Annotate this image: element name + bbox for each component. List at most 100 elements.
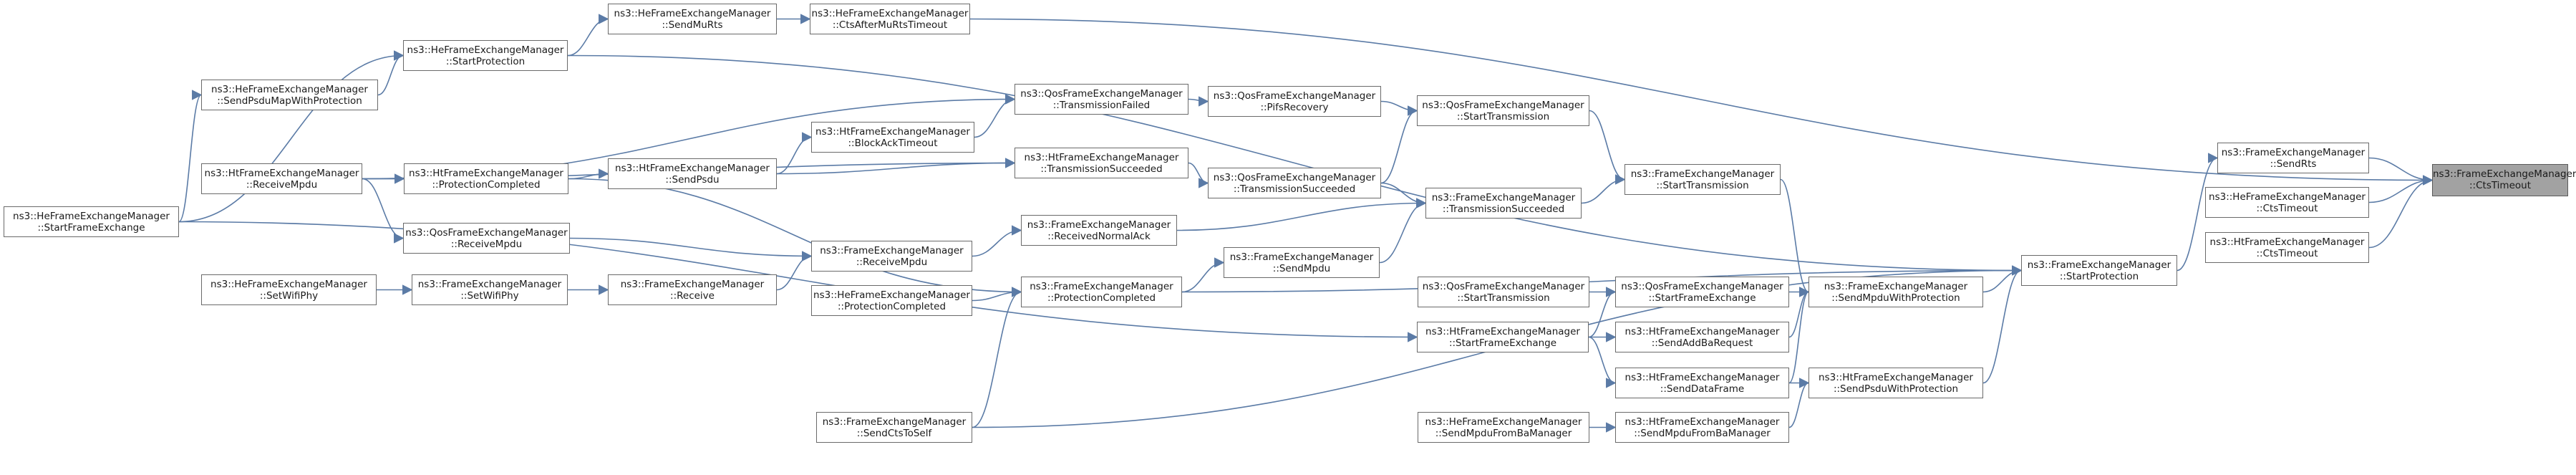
edge-htSendDataFrame-to-feSendMpduWithProt: [1788, 287, 1810, 384]
edge-feTransmissionSucceeded-to-feStartTransmission: [1581, 174, 1626, 204]
node-method-label: ::ReceiveMpdu: [450, 239, 523, 250]
node-class-label: ns3::QosFrameExchangeManager: [1422, 100, 1584, 111]
edge-htBlockAckTimeout-to-qosTransmissionFailed: [974, 94, 1016, 138]
node-qosTransmissionFailed[interactable]: ns3::QosFrameExchangeManager::Transmissi…: [1015, 84, 1188, 115]
node-class-label: ns3::HtFrameExchangeManager: [1819, 372, 1973, 383]
node-feReceivedNormalAck[interactable]: ns3::FrameExchangeManager::ReceivedNorma…: [1021, 215, 1177, 246]
edge-qosStartTransmission-to-feStartTransmission: [1589, 110, 1626, 185]
node-qosStartFrameExchange[interactable]: ns3::QosFrameExchangeManager::StartFrame…: [1615, 277, 1789, 307]
node-method-label: ::TransmissionSucceeded: [1233, 183, 1356, 195]
node-feProtectionCompleted[interactable]: ns3::FrameExchangeManager::ProtectionCom…: [1021, 277, 1182, 307]
node-class-label: ns3::HeFrameExchangeManager: [407, 44, 564, 56]
node-method-label: ::CtsTimeout: [2469, 180, 2531, 191]
edge-feSendMpduWithProt-to-startProtection: [1982, 265, 2023, 293]
node-heProtectionCompleted[interactable]: ns3::HeFrameExchangeManager::ProtectionC…: [811, 285, 972, 316]
node-heSetWifiPhy[interactable]: ns3::HeFrameExchangeManager::SetWifiPhy: [201, 274, 377, 305]
node-class-label: ns3::HtFrameExchangeManager: [1624, 326, 1780, 337]
node-startProtection[interactable]: ns3::FrameExchangeManager::StartProtecti…: [2021, 255, 2177, 286]
node-method-label: ::StartTransmission: [1457, 292, 1550, 304]
node-class-label: ns3::HeFrameExchangeManager: [614, 8, 771, 19]
node-feReceiveMpdu[interactable]: ns3::FrameExchangeManager::ReceiveMpdu: [811, 241, 972, 272]
edge-htSendPsdu-to-htBlockAckTimeout: [776, 132, 813, 175]
node-class-label: ns3::HeFrameExchangeManager: [2209, 191, 2366, 203]
node-method-label: ::BlockAckTimeout: [848, 138, 938, 149]
node-feSetWifiPhy[interactable]: ns3::FrameExchangeManager::SetWifiPhy: [412, 274, 568, 305]
node-class-label: ns3::HtFrameExchangeManager: [1624, 372, 1780, 383]
node-method-label: ::SendCtsToSelf: [856, 428, 932, 439]
node-method-label: ::Receive: [670, 290, 715, 302]
node-heSendPsduMap[interactable]: ns3::HeFrameExchangeManager::SendPsduMap…: [201, 80, 378, 110]
node-heSendMpduFromBa[interactable]: ns3::HeFrameExchangeManager::SendMpduFro…: [1418, 412, 1589, 443]
edge-heStartProtection-to-heSendMuRts: [567, 14, 609, 57]
node-feStartTransmission[interactable]: ns3::FrameExchangeManager::StartTransmis…: [1624, 164, 1781, 195]
node-class-label: ns3::FrameExchangeManager: [1030, 281, 1173, 292]
node-method-label: ::TransmissionSucceeded: [1040, 163, 1163, 175]
node-qosPifsRecovery[interactable]: ns3::QosFrameExchangeManager::PifsRecove…: [1208, 86, 1381, 117]
node-class-label: ns3::HtFrameExchangeManager: [1024, 152, 1179, 163]
edge-heProtectionCompleted-to-feProtectionCompleted: [972, 287, 1022, 302]
node-method-label: ::TransmissionFailed: [1052, 100, 1151, 111]
edge-feProtectionCompleted-to-startProtection: [1181, 265, 2023, 293]
node-feSendCtsToSelf[interactable]: ns3::FrameExchangeManager::SendCtsToSelf: [816, 412, 972, 443]
node-feTransmissionSucceeded[interactable]: ns3::FrameExchangeManager::TransmissionS…: [1425, 188, 1582, 219]
node-htBlockAckTimeout[interactable]: ns3::HtFrameExchangeManager::BlockAckTim…: [811, 122, 974, 153]
node-class-label: ns3::QosFrameExchangeManager: [1213, 90, 1376, 102]
edge-htStartFrameExchange-to-qosStartFrameExchange: [1588, 287, 1617, 338]
edge-htCtsTimeout-to-root: [2368, 175, 2434, 249]
node-sendRts[interactable]: ns3::FrameExchangeManager::SendRts: [2217, 143, 2369, 173]
edge-heCtsAfterMuRts-to-root: [969, 18, 2434, 186]
node-class-label: ns3::QosFrameExchangeManager: [1213, 172, 1376, 183]
node-htProtectionCompleted[interactable]: ns3::HtFrameExchangeManager::ProtectionC…: [404, 163, 568, 194]
node-qosStartTransmission2[interactable]: ns3::QosFrameExchangeManager::StartTrans…: [1418, 277, 1589, 307]
edge-htSendPsduWithProt-to-startProtection: [1982, 265, 2023, 384]
node-heCtsAfterMuRts[interactable]: ns3::HeFrameExchangeManager::CtsAfterMuR…: [810, 4, 970, 34]
node-method-label: ::StartFrameExchange: [37, 222, 145, 234]
node-method-label: ::StartFrameExchange: [1448, 337, 1557, 349]
node-htSendDataFrame[interactable]: ns3::HtFrameExchangeManager::SendDataFra…: [1615, 368, 1789, 398]
node-feSendMpduWithProt[interactable]: ns3::FrameExchangeManager::SendMpduWithP…: [1808, 277, 1983, 307]
node-class-label: ns3::HtFrameExchangeManager: [409, 168, 563, 179]
edge-heStartFrameExchange-to-heStartProtection: [178, 50, 405, 223]
node-class-label: ns3::HeFrameExchangeManager: [210, 279, 367, 290]
node-heStartFrameExchange[interactable]: ns3::HeFrameExchangeManager::StartFrameE…: [4, 206, 179, 237]
edge-htTransmissionSucceeded-to-qosTransmissionSucceeded: [1188, 162, 1209, 188]
node-htCtsTimeout[interactable]: ns3::HtFrameExchangeManager::CtsTimeout: [2205, 232, 2369, 263]
edge-qosPifsRecovery-to-qosStartTransmission: [1380, 100, 1418, 116]
node-method-label: ::SendPsdu: [665, 174, 720, 186]
node-method-label: ::CtsTimeout: [2256, 203, 2318, 214]
node-qosStartTransmission[interactable]: ns3::QosFrameExchangeManager::StartTrans…: [1417, 95, 1589, 126]
node-htSendPsduWithProt[interactable]: ns3::HtFrameExchangeManager::SendPsduWit…: [1808, 368, 1983, 398]
node-htTransmissionSucceeded[interactable]: ns3::HtFrameExchangeManager::Transmissio…: [1015, 148, 1188, 178]
node-class-label: ns3::QosFrameExchangeManager: [1621, 281, 1783, 292]
edge-startProtection-to-sendRts: [2176, 153, 2219, 272]
node-method-label: ::StartFrameExchange: [1648, 292, 1756, 304]
node-htSendMpduFromBa[interactable]: ns3::HtFrameExchangeManager::SendMpduFro…: [1615, 412, 1789, 443]
node-class-label: ns3::FrameExchangeManager: [1027, 219, 1171, 231]
node-method-label: ::SendRts: [2270, 158, 2317, 170]
edge-qosReceiveMpdu-to-feReceiveMpdu: [569, 237, 813, 262]
node-heStartProtection[interactable]: ns3::HeFrameExchangeManager::StartProtec…: [403, 40, 568, 71]
node-class-label: ns3::HeFrameExchangeManager: [811, 8, 969, 19]
node-heCtsTimeout[interactable]: ns3::HeFrameExchangeManager::CtsTimeout: [2205, 187, 2369, 218]
node-heSendMuRts[interactable]: ns3::HeFrameExchangeManager::SendMuRts: [608, 4, 777, 34]
node-method-label: ::ReceiveMpdu: [856, 256, 928, 268]
node-qosReceiveMpdu[interactable]: ns3::QosFrameExchangeManager::ReceiveMpd…: [403, 223, 570, 254]
node-class-label: ns3::HtFrameExchangeManager: [1624, 416, 1780, 428]
edge-feSendMpdu-to-feTransmissionSucceeded: [1379, 198, 1427, 264]
node-htSendAddBa[interactable]: ns3::HtFrameExchangeManager::SendAddBaRe…: [1615, 322, 1789, 352]
node-htReceiveMpdu[interactable]: ns3::HtFrameExchangeManager::ReceiveMpdu: [201, 163, 362, 194]
node-feReceive[interactable]: ns3::FrameExchangeManager::Receive: [608, 274, 777, 305]
node-feSendMpdu[interactable]: ns3::FrameExchangeManager::SendMpdu: [1224, 247, 1380, 278]
edge-feStartTransmission-to-feSendMpduWithProt: [1780, 178, 1810, 297]
node-class-label: ns3::FrameExchangeManager: [1630, 168, 1775, 180]
node-htStartFrameExchange[interactable]: ns3::HtFrameExchangeManager::StartFrameE…: [1417, 322, 1589, 352]
node-method-label: ::PifsRecovery: [1260, 102, 1329, 113]
node-qosTransmissionSucceeded[interactable]: ns3::QosFrameExchangeManager::Transmissi…: [1208, 168, 1381, 198]
edge-heSendPsduMap-to-heStartProtection: [377, 50, 405, 96]
edge-htSendMpduFromBa-to-htSendPsduWithProt: [1788, 378, 1810, 428]
edge-qosTransmissionFailed-to-qosPifsRecovery: [1188, 96, 1209, 107]
node-class-label: ns3::FrameExchangeManager: [1824, 281, 1968, 292]
edge-qosTransmissionSucceeded-to-feTransmissionSucceeded: [1380, 182, 1427, 208]
node-class-label: ns3::FrameExchangeManager: [620, 279, 765, 290]
node-htSendPsdu[interactable]: ns3::HtFrameExchangeManager::SendPsdu: [608, 158, 777, 189]
